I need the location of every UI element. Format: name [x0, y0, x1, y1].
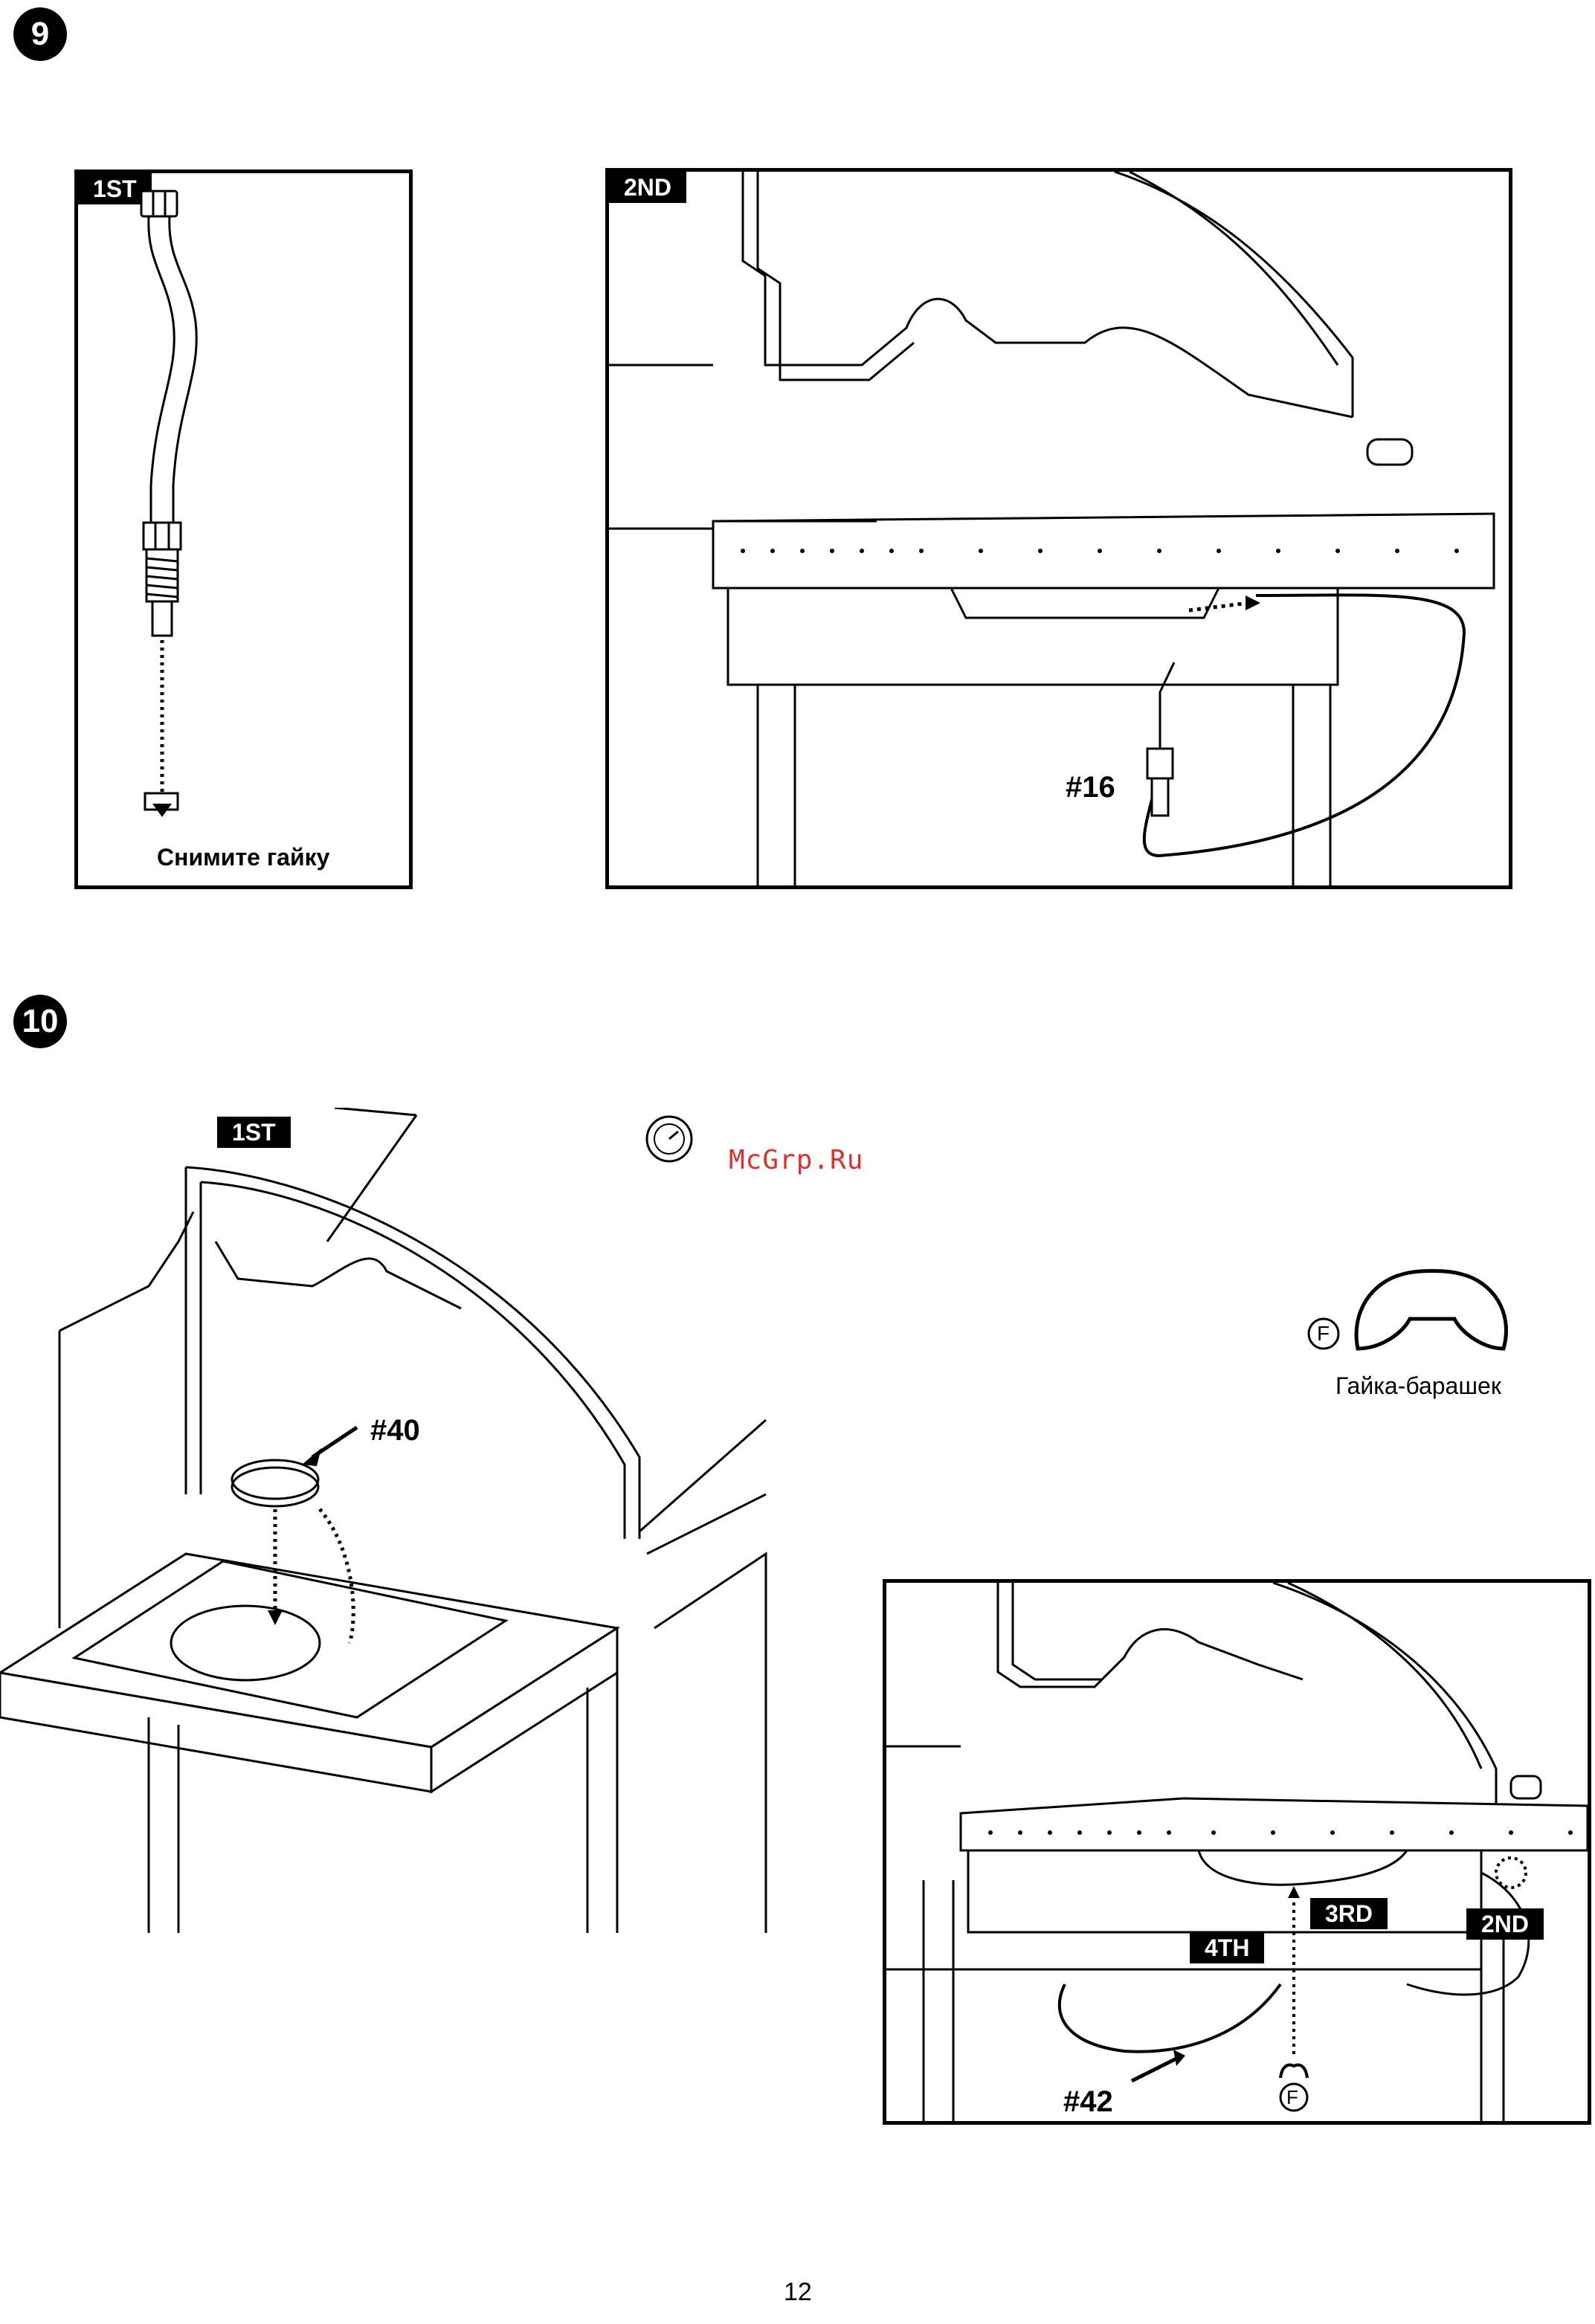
step-10-part-40-label: #40 — [370, 1414, 420, 1447]
inset-wing-nut-marker: F — [1286, 2086, 1298, 2109]
step-10-inset-panel: 4TH 3RD 2ND #42 F — [883, 1579, 1591, 2125]
gas-hose-illustration — [78, 173, 409, 885]
wing-nut-legend-icon — [1306, 1267, 1529, 1356]
step-9-panel-2nd: 2ND — [605, 168, 1512, 889]
watermark: McGrp.Ru — [729, 1145, 863, 1175]
side-burner-hose-connection-illustration — [886, 1583, 1588, 2121]
step-9-panel-1st: 1ST Сними — [74, 170, 413, 889]
wing-nut-legend-letter: F — [1317, 1322, 1330, 1346]
remove-nut-caption: Снимите гайку — [157, 844, 329, 871]
step-9-part-16-label: #16 — [1066, 771, 1115, 804]
step-9-number: 9 — [13, 7, 67, 61]
inset-part-42-label: #42 — [1063, 2085, 1113, 2119]
page-number: 12 — [784, 2278, 812, 2307]
thermometer-icon — [639, 1109, 699, 1169]
side-burner-install-illustration — [0, 1108, 788, 1933]
inset-tag-3rd: 3RD — [1310, 1898, 1388, 1929]
wing-nut-legend-caption: Гайка-барашек — [1335, 1372, 1501, 1400]
step-10-number: 10 — [13, 995, 67, 1048]
inset-tag-4th: 4TH — [1190, 1932, 1264, 1963]
side-burner-underside-illustration — [609, 172, 1509, 885]
inset-tag-2nd: 2ND — [1466, 1908, 1544, 1940]
